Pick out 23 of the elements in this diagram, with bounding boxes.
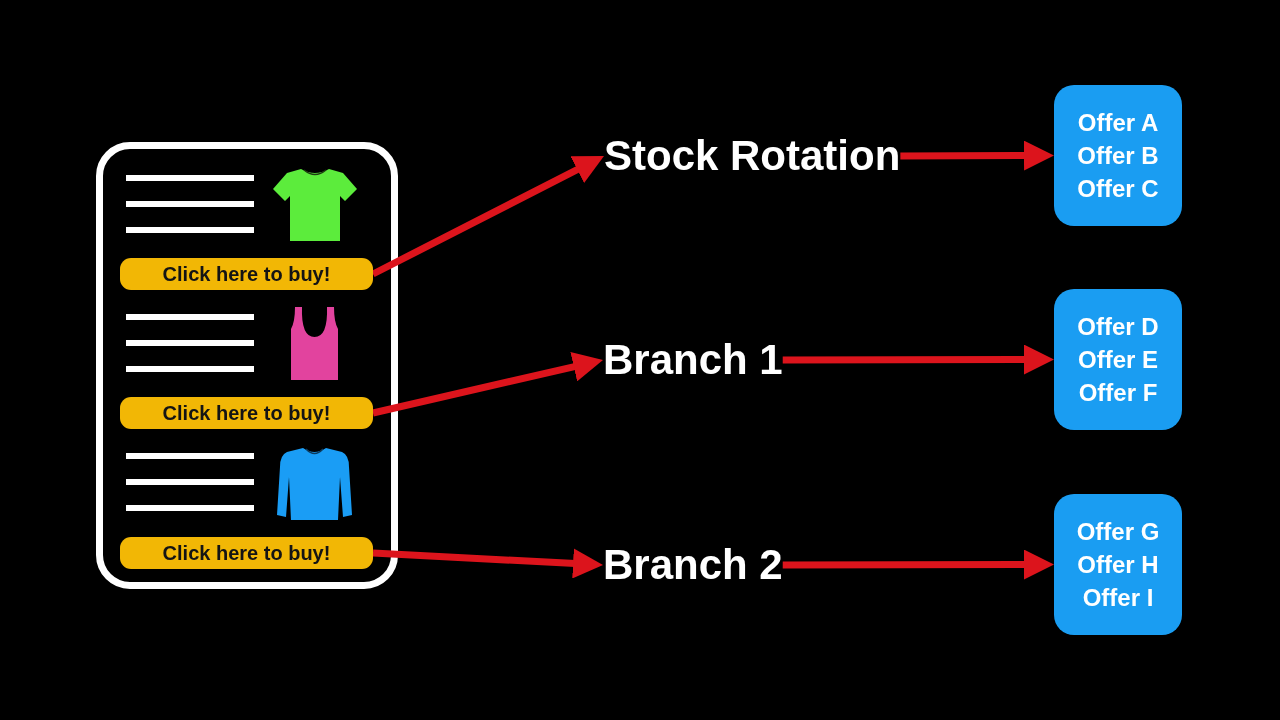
branch-heading: Stock Rotation	[604, 131, 901, 181]
offer-card	[1054, 85, 1182, 226]
offer-label: Offer B	[1077, 141, 1159, 171]
arrow	[782, 344, 1054, 375]
arrow	[372, 548, 604, 579]
offer-label: Offer H	[1077, 550, 1159, 580]
offer-label: Offer C	[1077, 174, 1159, 204]
branch-heading: Branch 1	[603, 335, 783, 385]
offer-card	[1054, 494, 1182, 635]
offer-label: Offer A	[1077, 108, 1159, 138]
offer-label: Offer E	[1078, 345, 1158, 375]
offer-label: Offer D	[1077, 312, 1159, 342]
arrow	[782, 549, 1054, 580]
offer-label: Offer F	[1078, 378, 1158, 408]
offer-label: Offer I	[1082, 583, 1154, 613]
buy-button: Click here to buy!	[120, 258, 373, 290]
arrow	[372, 352, 604, 417]
buy-button: Click here to buy!	[120, 537, 373, 569]
phone-frame	[96, 142, 398, 589]
branch-heading: Branch 2	[603, 540, 783, 590]
offer-card	[1054, 289, 1182, 430]
offer-label: Offer G	[1076, 517, 1160, 547]
buy-button: Click here to buy!	[120, 397, 373, 429]
